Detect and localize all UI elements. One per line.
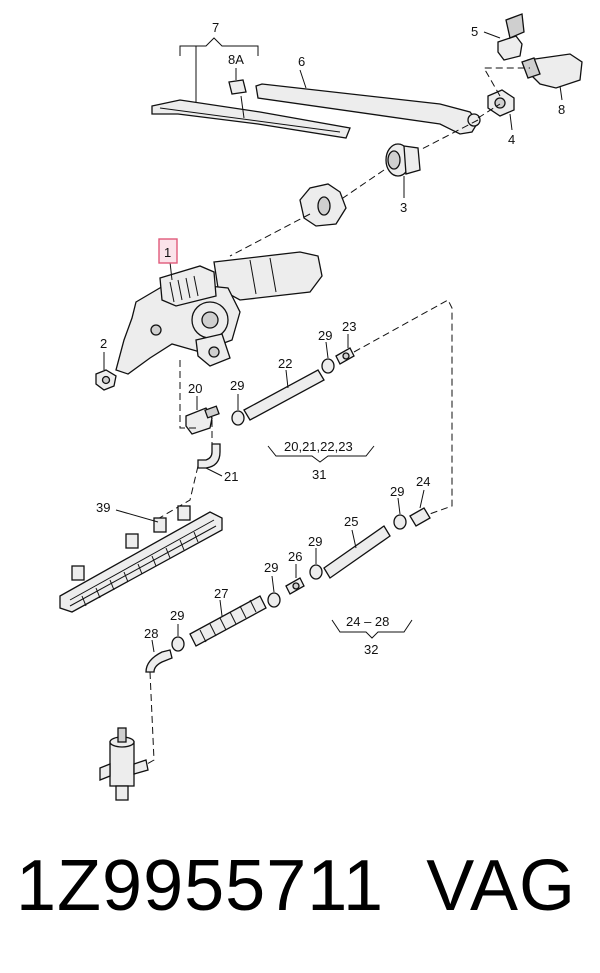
label-25: 25: [344, 514, 358, 529]
hose-25: [323, 525, 391, 579]
hose-22: [243, 369, 325, 421]
label-21: 21: [224, 469, 238, 484]
label-8a: 8A: [228, 52, 244, 67]
hose-clamp: [231, 394, 245, 426]
group-32-bracket: [331, 619, 413, 639]
label-4: 4: [508, 132, 515, 147]
wiper-arm: [255, 69, 481, 135]
label-24: 24: [416, 474, 430, 489]
connector-26: [285, 564, 305, 595]
label-29: 29: [264, 560, 278, 575]
elbow-hose-28: [145, 639, 173, 673]
nozzle-strip: [59, 505, 223, 613]
wiper-motor: [115, 251, 323, 375]
label-3: 3: [400, 200, 407, 215]
group-32-label: 32: [364, 642, 378, 657]
label-5: 5: [471, 24, 478, 39]
group-32-range: 24 – 28: [346, 614, 389, 629]
label-29: 29: [170, 608, 184, 623]
motor-nut: [95, 352, 117, 391]
corrugated-hose-27: [189, 595, 267, 647]
label-8: 8: [558, 102, 565, 117]
cover: [521, 53, 583, 101]
hose-clamp: [309, 548, 323, 580]
hose-clamp: [267, 575, 281, 608]
connector-24: [409, 489, 431, 527]
label-20: 20: [188, 381, 202, 396]
group-31-bracket: [267, 445, 375, 463]
label-29: 29: [308, 534, 322, 549]
hose-clamp: [321, 341, 335, 374]
blade-cap: [228, 68, 247, 119]
elbow-hose-21: [197, 443, 223, 477]
label-6: 6: [298, 54, 305, 69]
label-22: 22: [278, 356, 292, 371]
washer-pump: [99, 727, 149, 801]
label-23: 23: [342, 319, 356, 334]
label-39: 39: [96, 500, 110, 515]
group-31-range: 20,21,22,23: [284, 439, 353, 454]
part-1-highlight: [158, 238, 178, 264]
label-29: 29: [318, 328, 332, 343]
connector-23: [335, 334, 355, 365]
footer: 1Z9955711 VAG: [0, 845, 600, 955]
bracket-7: [179, 37, 259, 56]
grommet: [385, 143, 421, 198]
label-2: 2: [100, 336, 107, 351]
label-1: 1: [164, 245, 171, 260]
wiper-blade: [151, 99, 351, 139]
label-7: 7: [212, 20, 219, 35]
label-27: 27: [214, 586, 228, 601]
label-26: 26: [288, 549, 302, 564]
hose-clamp: [171, 624, 185, 652]
part-labels: 7 8A 6 5 8 4 3 1 2 29 23 22 20 29 21 20,…: [96, 20, 565, 657]
part-number: 1Z9955711: [16, 846, 384, 926]
group-31-label: 31: [312, 467, 326, 482]
brand-name: VAG: [426, 846, 576, 926]
cap: [483, 13, 525, 61]
nut: [487, 89, 515, 131]
label-29: 29: [390, 484, 404, 499]
hose-clamp: [393, 497, 407, 530]
label-28: 28: [144, 626, 158, 641]
label-29: 29: [230, 378, 244, 393]
